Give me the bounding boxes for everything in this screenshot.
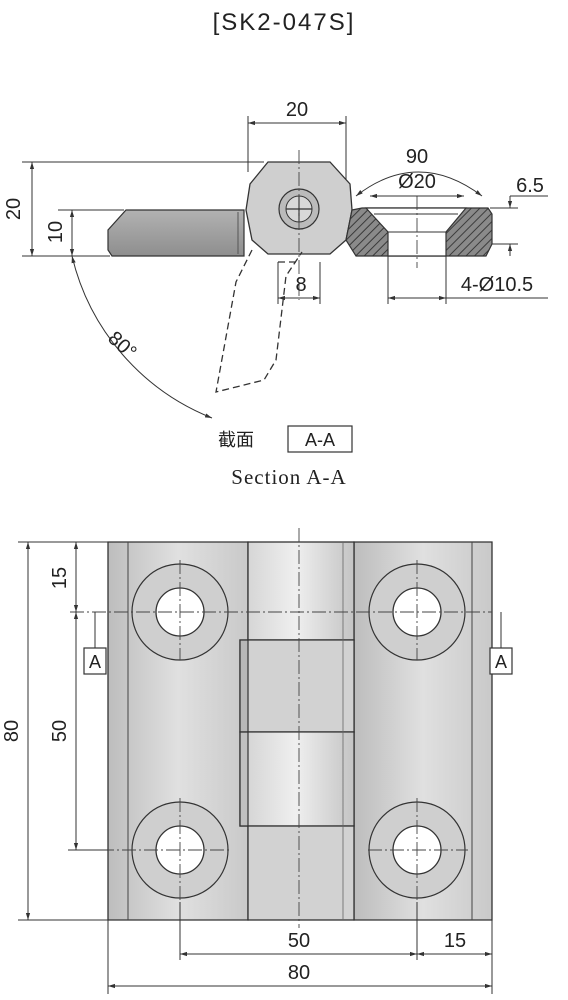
dim-side-15: 15 (49, 567, 71, 589)
drawing-title: [SK2-047S] (213, 9, 356, 36)
dim-bore-dia: Ø20 (398, 171, 436, 193)
section-label-box-text: A-A (305, 430, 335, 450)
dim-holes: 4-Ø10.5 (461, 274, 533, 296)
dim-height-20: 20 (3, 198, 25, 220)
dim-bottom-50: 50 (288, 930, 310, 952)
section-label-box (287, 425, 353, 453)
knuckle-bottom (247, 825, 355, 921)
dim-swing-angle: 80° (103, 327, 140, 364)
dim-height-10: 10 (45, 221, 67, 243)
section-marker-left-text: A (89, 652, 101, 672)
dim-counterbore: 6.5 (516, 175, 544, 197)
dim-bottom-15: 15 (444, 930, 466, 952)
section-marker-left (83, 647, 107, 675)
dim-bottom-80: 80 (288, 962, 310, 984)
section-label-cn: 截面 (218, 430, 254, 451)
section-marker-right-text: A (495, 652, 507, 672)
section-label-en: Section A-A (231, 465, 346, 489)
knuckle-top (247, 541, 355, 641)
dim-slot-8: 8 (295, 274, 306, 296)
rotated-leaf-outline (215, 249, 303, 393)
dim-top-width: 20 (286, 99, 308, 121)
left-leaf-section (107, 209, 245, 257)
section-marker-right (489, 647, 513, 675)
dim-side-80: 80 (1, 720, 23, 742)
dim-angle-90: 90 (406, 146, 428, 168)
plan-view: A A 15 50 80 50 15 80 (1, 528, 513, 994)
dim-side-50: 50 (49, 720, 71, 742)
section-view: 20 20 10 90 Ø20 6.5 8 4-Ø10.5 80 (3, 99, 548, 489)
